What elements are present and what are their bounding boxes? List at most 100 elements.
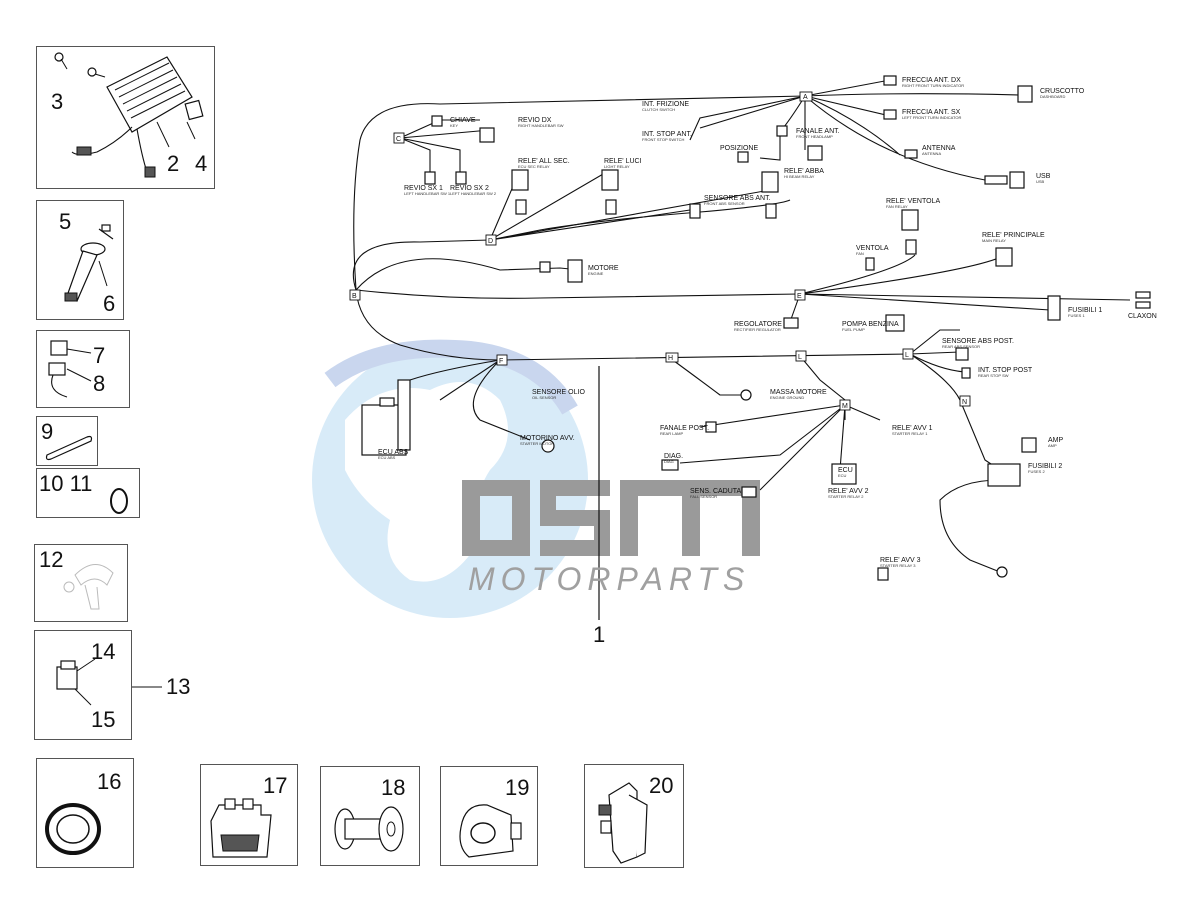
- part-box-spool-18: 18: [320, 766, 420, 866]
- sublabel-ventola: FAN: [856, 251, 864, 256]
- sublabel-diag: DIAG: [664, 459, 674, 464]
- watermark-subtitle: MOTORPARTS: [468, 561, 750, 597]
- sublabel-usb: USB: [1036, 179, 1045, 184]
- sublabel-fusibili-2: FUSES 2: [1028, 469, 1045, 474]
- label-int-frizione: INT. FRIZIONE: [642, 101, 689, 108]
- label-amp: AMP: [1048, 437, 1064, 444]
- label-revio-sx-1: REVIO SX 1: [404, 185, 443, 192]
- label-regolatore: REGOLATORE: [734, 321, 782, 328]
- connector-A: A: [799, 91, 813, 102]
- sublabel-rele-all-sec: ECU SEC RELAY: [518, 164, 550, 169]
- connector-label-M: M: [842, 403, 848, 410]
- starter-motor-terminal: [541, 439, 555, 453]
- callout-number-1: 1: [593, 622, 606, 647]
- label-int-stop-post: INT. STOP POST: [978, 367, 1033, 374]
- label-ecu: ECU: [838, 467, 853, 474]
- label-ecu-abs: ECU ABS: [378, 449, 409, 456]
- sublabel-int-frizione: CLUTCH SWITCH: [642, 107, 675, 112]
- connector-label-B: B: [352, 293, 357, 300]
- connector-H: H: [665, 352, 679, 363]
- label-rele-principale: RELE' PRINCIPALE: [982, 232, 1045, 239]
- part-number-13: 13: [166, 674, 191, 699]
- label-sensore-olio: SENSORE OLIO: [532, 389, 585, 396]
- label-freccia-ant-dx: FRECCIA ANT. DX: [902, 77, 961, 84]
- key-switch-illustration: [64, 224, 114, 302]
- sublabel-freccia-ant-sx: LEFT FRONT TURN INDICATOR: [902, 115, 962, 120]
- sublabel-sensore-abs-ant: FRONT ABS SENSOR: [704, 201, 745, 206]
- sublabel-revio-dx: RIGHT HANDLEBAR SW: [518, 123, 564, 128]
- component-labels: FRECCIA ANT. DX RIGHT FRONT TURN INDICAT…: [378, 77, 1157, 568]
- connector-F: F: [496, 354, 508, 366]
- sublabel-fusibili-1: FUSES 1: [1068, 313, 1085, 318]
- label-revio-sx-2: REVIO SX 2: [450, 185, 489, 192]
- sublabel-rele-ventola: FAN RELAY: [886, 204, 908, 209]
- label-rele-avv-2: RELE' AVV 2: [828, 488, 869, 495]
- label-usb: USB: [1036, 173, 1051, 180]
- connector-label-L1: L: [798, 354, 802, 361]
- sublabel-rele-avv-3: STARTER RELAY 3: [880, 563, 916, 568]
- label-motorino-avv: MOTORINO AVV.: [520, 435, 575, 442]
- part-box-key-switch: 5 6: [36, 200, 124, 320]
- sublabel-sens-caduta: FALL SENSOR: [690, 494, 717, 499]
- clamp-19-illustration: [459, 804, 522, 858]
- connector-C: C: [393, 132, 405, 144]
- sublabel-motore: ENGINE: [588, 271, 604, 276]
- part-number-2: 2: [167, 151, 180, 176]
- part-number-10-11: 10 11: [39, 471, 93, 496]
- part-box-bracket-20: 20: [584, 764, 684, 868]
- part-box-clips: 10 11: [36, 468, 140, 518]
- label-motore: MOTORE: [588, 265, 619, 272]
- part-box-strap: 9: [36, 416, 98, 466]
- connector-B: B: [349, 289, 361, 301]
- sublabel-fanale-ant: FRONT HEADLAMP: [796, 134, 833, 139]
- label-cruscotto: CRUSCOTTO: [1040, 88, 1085, 95]
- connector-L1: L: [795, 350, 807, 362]
- clip-17-illustration: [210, 798, 272, 858]
- part-number-19: 19: [505, 775, 530, 800]
- connector-L2: L: [902, 348, 914, 360]
- label-int-stop-ant: INT. STOP ANT.: [642, 131, 692, 138]
- sublabel-chiave: KEY: [450, 123, 458, 128]
- label-fusibili-1: FUSIBILI 1: [1068, 307, 1102, 314]
- sublabel-freccia-ant-dx: RIGHT FRONT TURN INDICATOR: [902, 83, 964, 88]
- part-number-8: 8: [93, 371, 106, 396]
- sublabel-fanale-post: REAR LAMP: [660, 431, 683, 436]
- part-box-fuse-holder: 12: [34, 544, 128, 622]
- part-box-relay-connector: 7 8: [36, 330, 130, 408]
- part-number-15: 15: [91, 707, 116, 732]
- label-sens-caduta: SENS. CADUTA: [690, 488, 742, 495]
- connector-D: D: [485, 234, 497, 246]
- label-freccia-ant-sx: FRECCIA ANT. SX: [902, 109, 961, 116]
- sublabel-rele-avv-2: STARTER RELAY 2: [828, 494, 864, 499]
- connector-label-D: D: [488, 238, 493, 245]
- relay-illustration: [56, 658, 96, 706]
- relay-connector-illustration: [48, 340, 92, 398]
- label-rele-ventola: RELE' VENTOLA: [886, 198, 940, 205]
- part-number-4: 4: [195, 151, 208, 176]
- leader-13: [132, 686, 162, 688]
- connector-label-H: H: [668, 355, 673, 362]
- part-box-regulator: 3 2 4: [36, 46, 215, 189]
- part-number-7: 7: [93, 343, 106, 368]
- part-number-12: 12: [39, 547, 64, 572]
- connector-E: E: [794, 289, 806, 301]
- part-number-18: 18: [381, 775, 406, 800]
- label-massa-motore: MASSA MOTORE: [770, 389, 827, 396]
- sublabel-motorino-avv: STARTER MOTOR: [520, 441, 554, 446]
- label-ventola: VENTOLA: [856, 245, 889, 252]
- strap-illustration: [45, 435, 93, 461]
- connector-N: N: [959, 395, 971, 407]
- part-number-3: 3: [51, 89, 64, 114]
- sublabel-pompa-benzina: FUEL PUMP: [842, 327, 865, 332]
- connector-M: M: [839, 399, 851, 411]
- sublabel-revio-sx-2: LEFT HANDLEBAR SW 2: [450, 191, 497, 196]
- sublabel-antenna: ANTENNA: [922, 151, 941, 156]
- part-number-5: 5: [59, 209, 72, 234]
- label-chiave: CHIAVE: [450, 117, 476, 124]
- sublabel-rele-principale: MAIN RELAY: [982, 238, 1006, 243]
- label-fanale-ant: FANALE ANT.: [796, 128, 840, 135]
- part-number-17: 17: [263, 773, 288, 798]
- label-rele-all-sec: RELE' ALL SEC.: [518, 158, 570, 165]
- sublabel-cruscotto: DASHBOARD: [1040, 94, 1065, 99]
